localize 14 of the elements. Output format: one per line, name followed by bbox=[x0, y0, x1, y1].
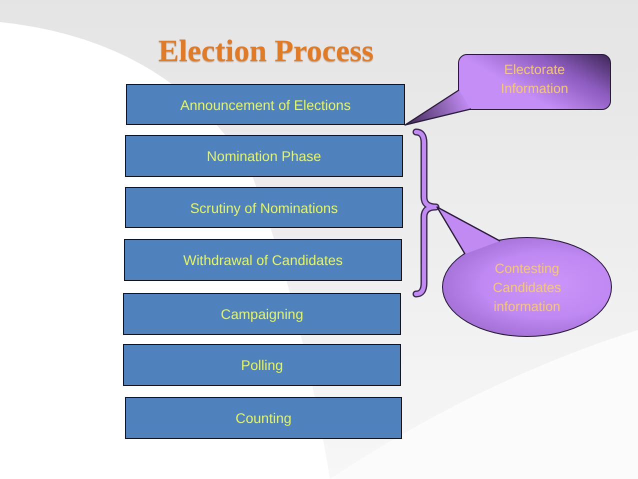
process-step: Scrutiny of Nominations bbox=[125, 187, 403, 228]
callout-pointer bbox=[404, 89, 472, 126]
title: Election Process bbox=[157, 32, 375, 70]
curly-brace bbox=[412, 128, 440, 298]
process-step: Announcement of Elections bbox=[126, 84, 405, 125]
process-step: Campaigning bbox=[123, 293, 401, 335]
callout-text: Contesting Candidates information bbox=[492, 260, 562, 316]
callout-bubble bbox=[458, 54, 611, 110]
process-step: Nomination Phase bbox=[125, 135, 403, 177]
process-step: Withdrawal of Candidates bbox=[124, 239, 402, 281]
process-step: Polling bbox=[123, 344, 401, 386]
callout-pointer bbox=[436, 206, 501, 255]
callout-text: Electorate Information bbox=[500, 61, 570, 98]
process-step: Counting bbox=[125, 397, 402, 439]
